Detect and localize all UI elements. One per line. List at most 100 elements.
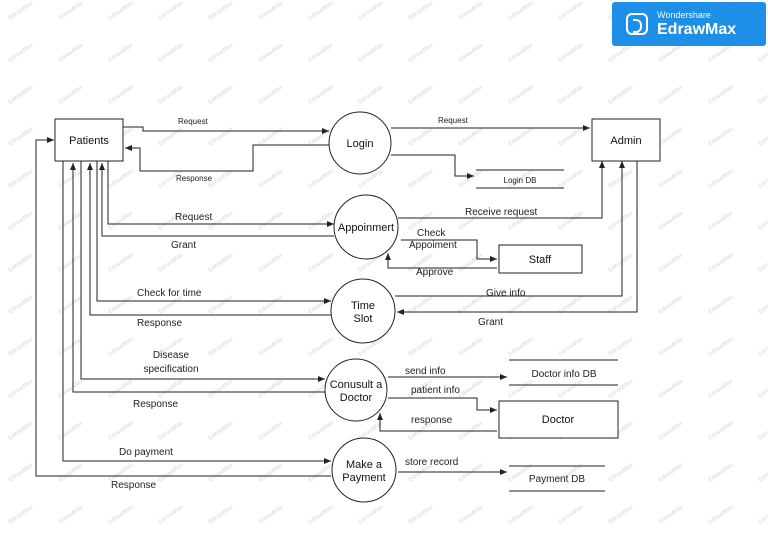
watermark-mark: EdrawMax [458, 336, 485, 357]
process-login-label: Login [347, 138, 374, 150]
watermark-mark: EdrawMax [158, 462, 185, 483]
watermark-mark: EdrawMax [608, 504, 635, 525]
flow-approve [385, 253, 497, 269]
watermark-mark: EdrawMax [558, 126, 585, 147]
watermark-mark: EdrawMax [508, 0, 535, 21]
watermark-mark: EdrawMax [158, 252, 185, 273]
watermark-mark: EdrawMax [308, 0, 335, 21]
flow-label-do-payment: Do payment [119, 447, 173, 458]
flow-doctor-response [377, 413, 497, 432]
flow-consult-response [70, 163, 326, 393]
flow-give-info [395, 161, 625, 297]
entity-patients-label: Patients [69, 135, 109, 147]
watermark-mark: EdrawMax [508, 378, 535, 399]
watermark-mark: EdrawMax [8, 378, 35, 399]
watermark-mark: EdrawMax [58, 378, 85, 399]
watermark-mark: EdrawMax [658, 378, 685, 399]
watermark-mark: EdrawMax [58, 294, 85, 315]
watermark-mark: EdrawMax [208, 126, 235, 147]
watermark-mark: EdrawMax [758, 294, 768, 315]
watermark-mark: EdrawMax [108, 504, 135, 525]
watermark-mark: EdrawMax [8, 420, 35, 441]
watermark-mark: EdrawMax [108, 420, 135, 441]
watermark-mark: EdrawMax [308, 42, 335, 63]
watermark-mark: EdrawMax [458, 168, 485, 189]
flow-login-request [123, 126, 329, 134]
watermark-mark: EdrawMax [708, 168, 735, 189]
process-appointment-label: Appoinmert [338, 222, 394, 234]
store-payment-db-label: Payment DB [529, 474, 585, 485]
watermark-mark: EdrawMax [158, 42, 185, 63]
watermark-mark: EdrawMax [658, 420, 685, 441]
watermark-mark: EdrawMax [708, 126, 735, 147]
flow-login-to-db [391, 154, 474, 179]
watermark-mark: EdrawMax [408, 504, 435, 525]
flow-do-payment [62, 161, 331, 464]
watermark-mark: EdrawMax [658, 168, 685, 189]
process-payment-label-1: Make a [346, 459, 383, 471]
watermark-mark: EdrawMax [208, 378, 235, 399]
entity-patients-box [54, 118, 124, 162]
watermark-mark: EdrawMax [708, 336, 735, 357]
watermark-mark: EdrawMax [208, 42, 235, 63]
watermark-mark: EdrawMax [108, 378, 135, 399]
flow-payment-response [35, 137, 331, 477]
watermark-mark: EdrawMax [208, 0, 235, 21]
watermark-mark: EdrawMax [8, 84, 35, 105]
watermark-mark: EdrawMax [158, 420, 185, 441]
watermark-mark: EdrawMax [208, 294, 235, 315]
watermark-mark: EdrawMax [458, 504, 485, 525]
watermark-mark: EdrawMax [558, 504, 585, 525]
watermark-mark: EdrawMax [58, 420, 85, 441]
watermark-mark: EdrawMax [558, 336, 585, 357]
watermark-mark: EdrawMax [308, 84, 335, 105]
watermark-mark: EdrawMax [8, 0, 35, 21]
watermark-mark: EdrawMax [208, 336, 235, 357]
watermark-mark: EdrawMax [558, 0, 585, 21]
watermark-mark: EdrawMax [358, 0, 385, 21]
watermark-mark: EdrawMax [558, 84, 585, 105]
watermark-mark: EdrawMax [158, 378, 185, 399]
watermark-mark: EdrawMax [408, 126, 435, 147]
watermark-mark: EdrawMax [108, 84, 135, 105]
watermark-mark: EdrawMax [758, 336, 768, 357]
flow-login-response [125, 144, 329, 172]
watermark-mark: EdrawMax [8, 336, 35, 357]
watermark-mark: EdrawMax [608, 462, 635, 483]
brand-text: Wondershare EdrawMax [657, 10, 736, 38]
watermark-mark: EdrawMax [208, 252, 235, 273]
watermark-mark: EdrawMax [308, 462, 335, 483]
process-login-circle [328, 111, 392, 175]
watermark-mark: EdrawMax [758, 420, 768, 441]
entity-admin-box [591, 118, 661, 162]
watermark-mark: EdrawMax [58, 168, 85, 189]
watermark-mark: EdrawMax [608, 168, 635, 189]
watermark-mark: EdrawMax [308, 504, 335, 525]
watermark-mark: EdrawMax [208, 462, 235, 483]
watermark-mark: EdrawMax [608, 84, 635, 105]
edrawmax-logo-badge: Wondershare EdrawMax [612, 2, 766, 46]
process-appointment-circle [333, 194, 399, 260]
watermark-mark: EdrawMax [708, 378, 735, 399]
flow-label-login-request: Request [178, 117, 209, 126]
flow-label-appt-request: Request [175, 212, 212, 223]
watermark-mark: EdrawMax [108, 42, 135, 63]
watermark-mark: EdrawMax [258, 168, 285, 189]
flow-label-time-response: Response [137, 318, 182, 329]
watermark-mark: EdrawMax [308, 420, 335, 441]
watermark-mark: EdrawMax [58, 42, 85, 63]
watermark-mark: EdrawMax [708, 462, 735, 483]
watermark-mark: EdrawMax [508, 504, 535, 525]
watermark-mark: EdrawMax [8, 462, 35, 483]
flow-label-login-response: Response [176, 174, 213, 183]
watermark-mark: EdrawMax [458, 252, 485, 273]
flow-label-check-appoiment-2: Appoiment [409, 240, 457, 251]
watermark-mark: EdrawMax [308, 210, 335, 231]
flow-check-appoiment [401, 239, 497, 262]
watermark-mark: EdrawMax [658, 294, 685, 315]
watermark-mark: EdrawMax [158, 0, 185, 21]
watermark-mark: EdrawMax [358, 42, 385, 63]
watermark-mark: EdrawMax [8, 168, 35, 189]
watermark-mark: EdrawMax [358, 504, 385, 525]
